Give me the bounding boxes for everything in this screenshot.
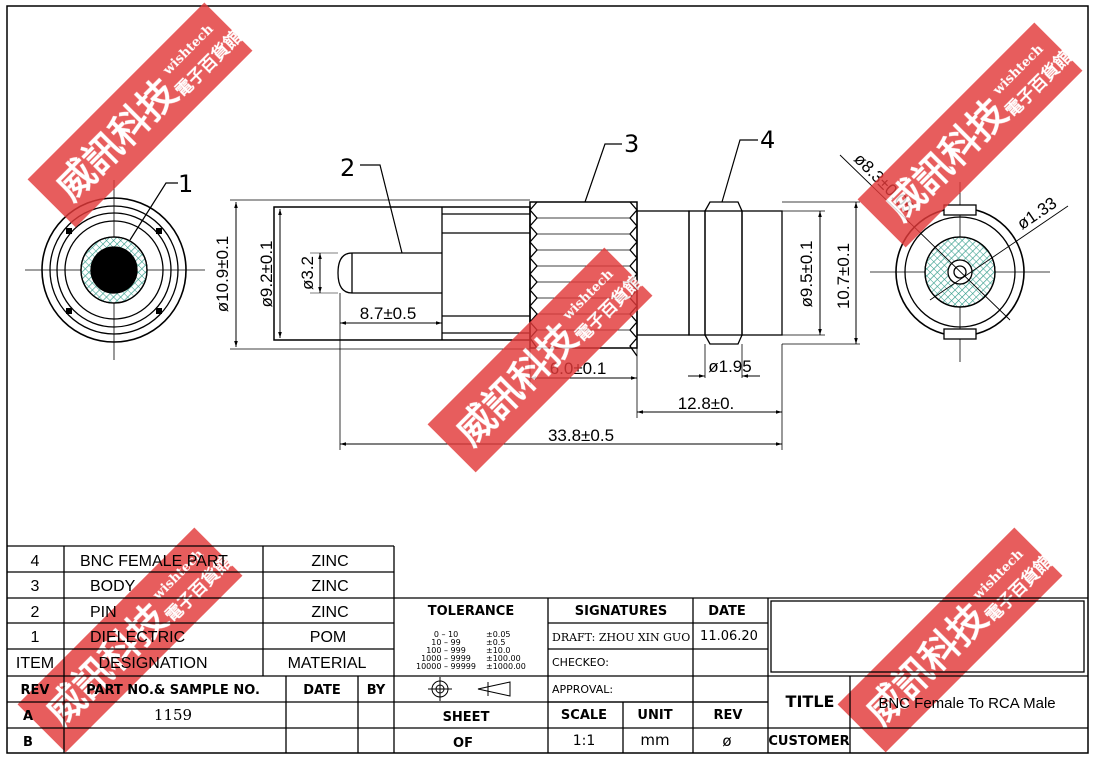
svg-text:100 – 999: 100 – 999 [426, 646, 466, 655]
date-header: DATE [303, 683, 341, 698]
unit-label: UNIT [637, 708, 672, 723]
dim-l-pin: 8.7±0.5 [360, 304, 417, 323]
svg-text:0 – 10: 0 – 10 [434, 630, 458, 639]
rev-b: B [23, 735, 33, 750]
item-4-material: ZINC [311, 553, 348, 570]
tolerance-block: TOLERANCE 0 – 10 ±0.05 10 – 99 ±0.5 100 … [416, 604, 526, 751]
date-label: DATE [708, 604, 746, 619]
signatures-block: SIGNATURES DATE DRAFT: ZHOU XIN GUO 11.0… [552, 604, 758, 750]
item-4-no: 4 [31, 553, 40, 570]
rev-a-part: 1159 [154, 706, 192, 724]
svg-text:±0.05: ±0.05 [486, 630, 511, 639]
svg-text:1000 – 9999: 1000 – 9999 [421, 654, 471, 663]
item-2-designation: PIN [90, 604, 117, 621]
title-label: TITLE [786, 692, 835, 711]
item-2-no: 2 [31, 604, 40, 621]
drawing-title: BNC Female To RCA Male [878, 695, 1055, 712]
part-header: PART NO.& SAMPLE NO. [86, 683, 260, 698]
dim-left [234, 202, 338, 347]
dim-d-left: ø10.9±0.1 [213, 236, 232, 312]
rev-a: A [23, 709, 33, 724]
projection-symbol [428, 677, 511, 701]
tolerance-label: TOLERANCE [428, 604, 514, 619]
callout-2-label: 2 [340, 154, 355, 182]
draft-date: 11.06.20 [700, 629, 758, 644]
svg-text:±1000.00: ±1000.00 [486, 662, 526, 671]
dim-l-rca: 12.8±0. [678, 394, 735, 413]
watermark-stamp: 威訊科技 wishtech 電子百貨館 [427, 247, 653, 473]
dim-l-total: 33.8±0.5 [548, 426, 614, 445]
of-label: OF [453, 736, 473, 751]
item-3-designation: BODY [90, 578, 136, 595]
revision-table: REV PART NO.& SAMPLE NO. DATE BY A 1159 … [21, 683, 386, 750]
signatures-label: SIGNATURES [575, 604, 667, 619]
callout-3: 3 [584, 130, 639, 203]
rca-end-view [839, 154, 1069, 362]
callout-4: 4 [721, 126, 775, 203]
item-3-no: 3 [31, 578, 40, 595]
dim-d-inner: ø9.2±0.1 [257, 241, 276, 308]
scale-value: 1:1 [573, 733, 596, 749]
svg-text:10 – 99: 10 – 99 [431, 638, 460, 647]
rev-label: REV [714, 708, 743, 723]
watermark-stamp: 威訊科技 wishtech 電子百貨館 [837, 527, 1063, 753]
callout-4-label: 4 [760, 126, 775, 154]
header-material: MATERIAL [288, 655, 367, 672]
draft-signature: DRAFT: ZHOU XIN GUO [552, 631, 690, 644]
rev-value: ø [722, 732, 731, 750]
item-3-material: ZINC [311, 578, 348, 595]
item-1-designation: DIELECTRIC [90, 629, 185, 646]
sheet-label: SHEET [443, 710, 490, 725]
callout-3-label: 3 [624, 130, 639, 158]
header-designation: DESIGNATION [98, 655, 207, 672]
svg-text:10000 – 99999: 10000 – 99999 [416, 662, 476, 671]
scale-label: SCALE [561, 708, 607, 723]
callout-1: 1 [129, 170, 193, 241]
svg-text:±100.00: ±100.00 [486, 654, 521, 663]
bnc-end-view [25, 180, 205, 360]
approval-label: APPROVAL: [552, 683, 613, 696]
checked-label: CHECKEO: [552, 656, 609, 669]
title-block-lines [7, 545, 1088, 753]
item-2-material: ZINC [311, 604, 348, 621]
dim-h-rca: 10.7±0.1 [834, 243, 853, 309]
header-item: ITEM [16, 655, 54, 672]
title-area: TITLE BNC Female To RCA Male CUSTOMER [768, 692, 1055, 749]
item-1-material: POM [310, 629, 346, 646]
dim-d-pin: ø3.2 [298, 256, 317, 290]
item-4-designation: BNC FEMALE PART [80, 553, 228, 570]
by-header: BY [367, 683, 386, 698]
dim-d-rca: ø9.5±0.1 [797, 241, 816, 308]
watermark-stamp: 威訊科技 wishtech 電子百貨館 [27, 2, 253, 228]
svg-text:±10.0: ±10.0 [486, 646, 511, 655]
rev-header: REV [21, 683, 50, 698]
callout-1-label: 1 [178, 170, 193, 198]
svg-text:±0.5: ±0.5 [486, 638, 505, 647]
customer-label: CUSTOMER [768, 734, 849, 749]
callout-2: 2 [340, 154, 403, 254]
unit-value: mm [640, 731, 669, 749]
items-table: 4 BNC FEMALE PART ZINC 3 BODY ZINC 2 PIN… [16, 553, 367, 672]
dim-d-groove: ø1.95 [708, 357, 751, 376]
item-1-no: 1 [31, 629, 40, 646]
